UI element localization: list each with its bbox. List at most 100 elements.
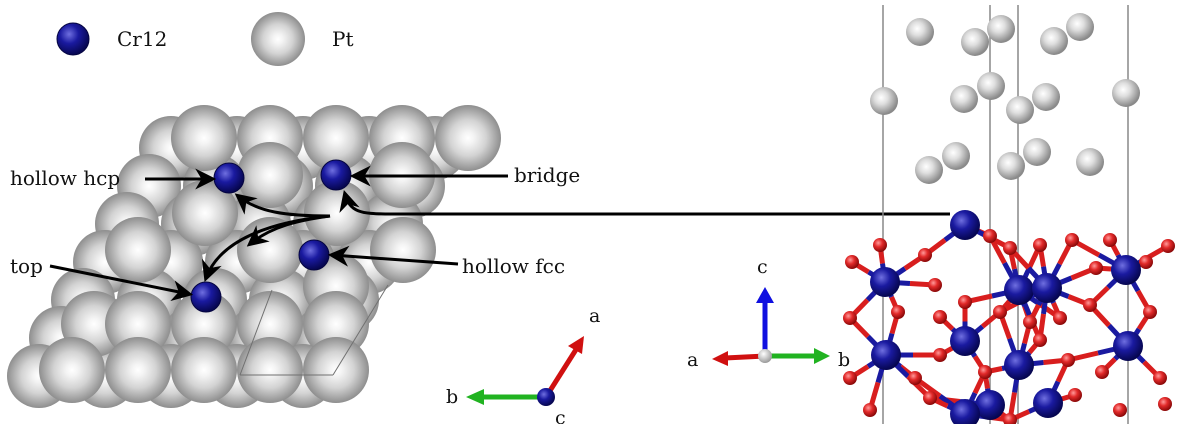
pt-atom-upper-2 — [303, 105, 369, 171]
legend-pt-swatch — [251, 12, 305, 66]
connector-arrows — [201, 189, 950, 282]
o-side-atom-6 — [1033, 238, 1047, 252]
o-side-atom-9 — [1103, 233, 1117, 247]
pt-atom-upper-18 — [39, 337, 105, 403]
connector-main-line — [339, 189, 950, 216]
o-side-atom-15 — [958, 295, 972, 309]
o-side-atom-7 — [1065, 233, 1079, 247]
pt-side-atom-9 — [1032, 83, 1060, 111]
cr-side-atom-0 — [950, 210, 980, 240]
o-side-atom-28 — [1153, 371, 1167, 385]
pt-side-atom-13 — [997, 152, 1025, 180]
pt-side-atom-1 — [961, 28, 989, 56]
pt-side-atom-0 — [906, 18, 934, 46]
legend-pt-label: Pt — [332, 27, 354, 51]
o-side-atom-13 — [891, 305, 905, 319]
cr-side-atom-2 — [1004, 275, 1034, 305]
o-side-atom-1 — [845, 255, 859, 269]
pt-atom-upper-0 — [171, 105, 237, 171]
pt-slab-top-view — [7, 105, 501, 408]
axis-top-c-label: c — [555, 407, 566, 424]
axis-top-a-label: a — [589, 305, 600, 327]
connector-branch-top — [201, 214, 331, 282]
o-side-atom-4 — [983, 229, 997, 243]
o-side-atom-33 — [1113, 403, 1127, 417]
o-side-atom-5 — [1003, 241, 1017, 255]
pt-side-atom-11 — [915, 156, 943, 184]
site-labels: hollow hcp bridge top hollow fcc — [10, 163, 580, 278]
pt-atom-upper-7 — [172, 180, 238, 246]
pt-atom-upper-15 — [171, 291, 237, 357]
site-arrows — [49, 165, 508, 301]
pt-side-atom-12 — [942, 142, 970, 170]
o-side-atom-29 — [863, 403, 877, 417]
legend: Cr12 Pt — [56, 12, 354, 66]
o-side-atom-26 — [1061, 353, 1075, 367]
site-label-bridge: bridge — [514, 163, 580, 187]
arrow-top — [49, 264, 194, 301]
pt-side-atom-3 — [1040, 27, 1068, 55]
o-side-atom-34 — [1158, 397, 1172, 411]
o-side-atom-20 — [1143, 305, 1157, 319]
o-side-atom-0 — [873, 238, 887, 252]
o-side-atom-3 — [928, 278, 942, 292]
o-side-atom-8 — [1089, 261, 1103, 275]
cr-side-atom-9 — [975, 390, 1005, 420]
o-side-atom-25 — [1033, 333, 1047, 347]
arrow-hollow-fcc — [327, 245, 459, 267]
cr-atom-hollow-hcp — [213, 162, 245, 194]
cr-side-atom-3 — [1032, 273, 1062, 303]
axes-side-view: c a b — [687, 256, 850, 371]
pt-atom-upper-9 — [105, 217, 171, 283]
cr-adsorption-sites — [190, 159, 352, 313]
unit-cell-outline — [239, 284, 389, 376]
pt-side-atom-15 — [1076, 148, 1104, 176]
cr-side-atom-8 — [1113, 331, 1143, 361]
o-side-atom-23 — [933, 348, 947, 362]
site-label-hollow-hcp: hollow hcp — [10, 166, 120, 190]
o-side-atom-32 — [1068, 388, 1082, 402]
cr-side-atom-10 — [1033, 388, 1063, 418]
legend-cr12-swatch — [56, 22, 90, 56]
cr-side-atom-5 — [871, 340, 901, 370]
pt-atom-upper-17 — [303, 291, 369, 357]
o-side-atom-19 — [1083, 298, 1097, 312]
o-side-atom-10 — [1139, 255, 1153, 269]
cr-atom-bridge — [320, 159, 352, 191]
axis-side-b-label: b — [838, 349, 850, 371]
cr-atom-hollow-fcc — [298, 239, 330, 271]
o-side-atom-22 — [908, 371, 922, 385]
pt-side-atom-6 — [950, 85, 978, 113]
axis-side-c-label: c — [757, 256, 768, 278]
pt-side-atom-8 — [1006, 96, 1034, 124]
site-label-hollow-fcc: hollow fcc — [462, 254, 565, 278]
o-side-atom-16 — [993, 305, 1007, 319]
o-side-atom-2 — [918, 248, 932, 262]
axis-top-b-label: b — [446, 386, 458, 408]
cr-atom-top — [190, 281, 222, 313]
pt-atom-upper-21 — [237, 337, 303, 403]
site-label-top: top — [10, 254, 43, 278]
o-side-atom-12 — [843, 311, 857, 325]
o-side-atom-24 — [978, 365, 992, 379]
o-side-atom-17 — [1023, 315, 1037, 329]
side-view-structure — [843, 5, 1175, 424]
axes-top-view: a b c — [446, 305, 600, 424]
pt-atom-upper-5 — [237, 142, 303, 208]
pt-side-atom-14 — [1023, 138, 1051, 166]
o-side-atom-14 — [933, 310, 947, 324]
cr-side-atom-4 — [1111, 255, 1141, 285]
o-side-atom-30 — [923, 391, 937, 405]
pt-side-atom-10 — [1112, 79, 1140, 107]
pt-side-atom-2 — [987, 15, 1015, 43]
o-side-atom-21 — [843, 371, 857, 385]
pt-side-atom-4 — [1066, 13, 1094, 41]
pt-atom-upper-20 — [171, 337, 237, 403]
legend-cr12-label: Cr12 — [117, 27, 167, 51]
pt-atom-upper-11 — [370, 217, 436, 283]
o-side-atom-31 — [1003, 413, 1017, 424]
o-side-atom-18 — [1053, 311, 1067, 325]
connector-branch-hcp — [234, 193, 331, 218]
